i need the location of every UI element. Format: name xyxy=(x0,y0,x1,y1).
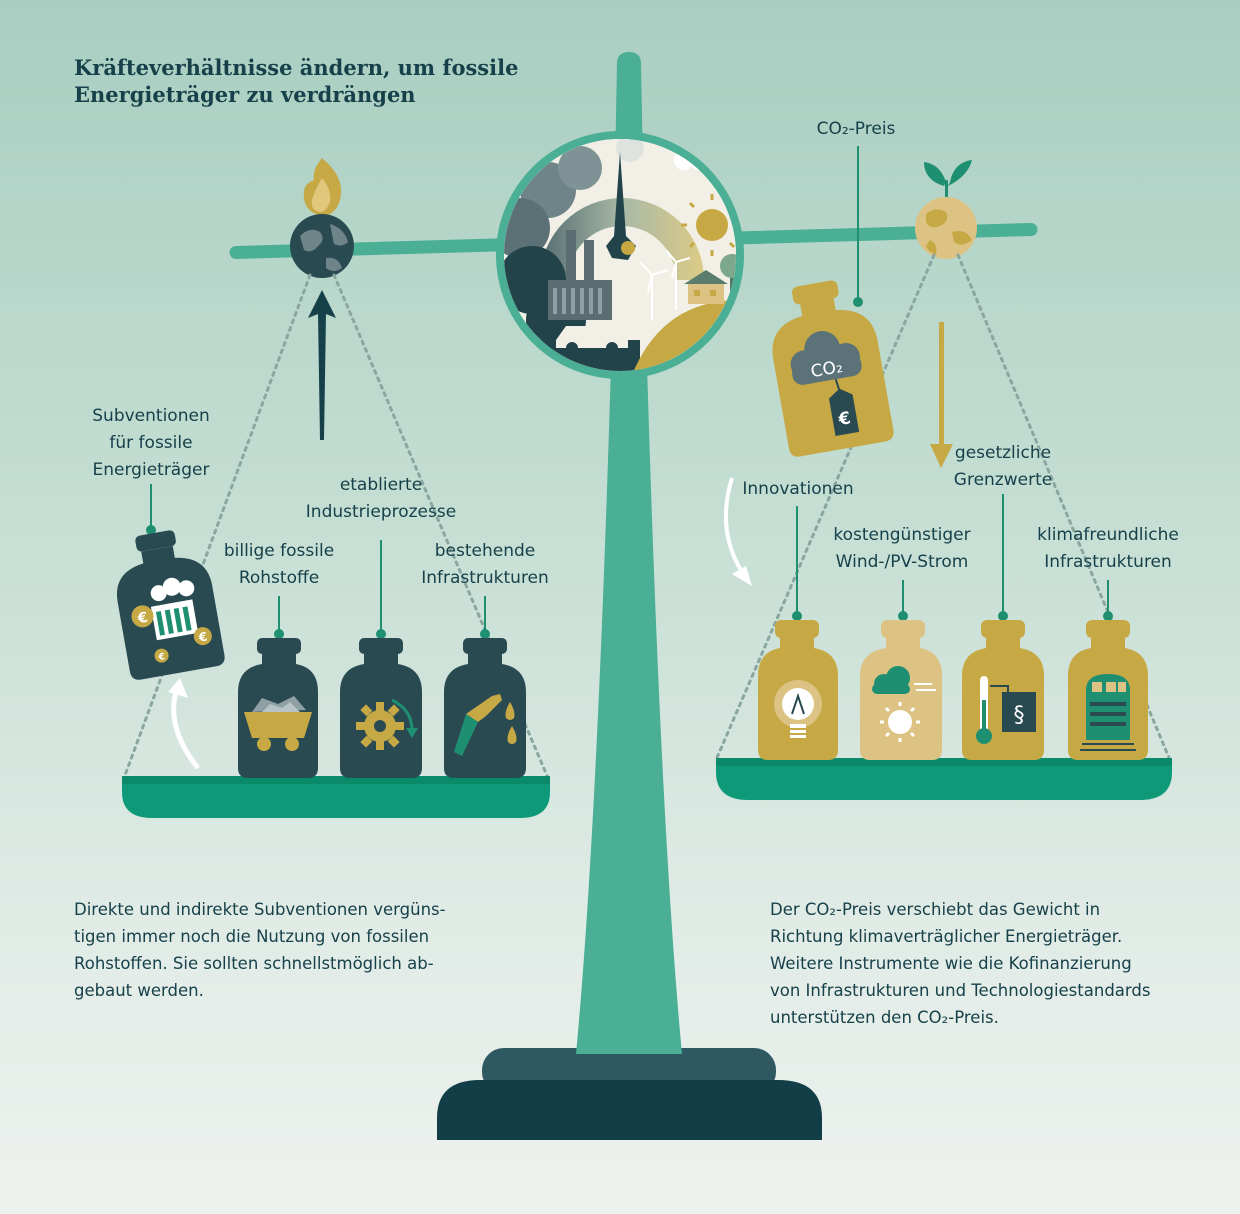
raw-materials-weight xyxy=(238,638,318,778)
label-infrastructure: bestehende Infrastrukturen xyxy=(421,541,549,588)
label-limits: gesetzliche Grenzwerte xyxy=(953,443,1053,490)
page-title: Kräfteverhältnisse ändern, um fossile En… xyxy=(74,55,519,107)
limits-weight: § xyxy=(962,620,1044,760)
lightbulb-icon xyxy=(774,680,822,738)
wind-pv-weight xyxy=(860,620,942,760)
label-wind-pv: kostengünstiger Wind-/PV-Strom xyxy=(833,525,971,572)
curved-arrow-up-icon xyxy=(168,678,200,770)
scale-pillar xyxy=(576,52,682,1054)
fuel-nozzle-icon xyxy=(454,694,517,756)
fossil-vs-renewable-gauge-icon xyxy=(496,131,744,379)
sprouting-globe-icon xyxy=(915,160,977,259)
processes-weight xyxy=(340,638,422,778)
innovations-weight xyxy=(758,620,838,760)
curved-arrow-right-icon xyxy=(723,477,752,586)
euro-price-tag-icon: € xyxy=(828,378,860,437)
euro-factory-icon: € € € xyxy=(131,577,212,663)
infrastructure-weight xyxy=(444,638,526,778)
train-icon xyxy=(1080,674,1136,751)
thermometer-paragraph-icon: § xyxy=(976,676,1036,744)
scale-base xyxy=(437,1048,822,1140)
svg-text:€: € xyxy=(136,610,149,628)
left-scale-pan xyxy=(122,776,550,818)
paragraph-left: Direkte und indirekte Subventionen vergü… xyxy=(74,900,446,1000)
label-climate-infra: klimafreundliche Infrastrukturen xyxy=(1037,525,1179,572)
subsidies-weight: € € € xyxy=(116,530,225,680)
svg-text:€: € xyxy=(197,630,209,645)
label-processes: etablierte Industrieprozesse xyxy=(305,475,457,522)
gear-icon xyxy=(356,698,418,750)
label-co2-price: CO₂-Preis xyxy=(816,119,896,139)
sun-wind-icon xyxy=(872,666,936,742)
burning-globe-icon xyxy=(290,158,354,278)
co2-cloud-icon: CO₂ xyxy=(790,331,862,385)
co2-price-weight: CO₂ € xyxy=(772,280,894,457)
coal-cart-icon xyxy=(244,696,312,751)
label-raw-materials: billige fossile Rohstoffe xyxy=(223,541,335,588)
paragraph-sign: § xyxy=(1014,703,1025,728)
label-innovations: Innovationen xyxy=(742,479,854,499)
svg-text:€: € xyxy=(157,652,166,663)
right-scale-pan xyxy=(716,758,1172,800)
label-subsidies: Subventionen für fossile Energieträger xyxy=(92,406,210,480)
arrow-up-icon xyxy=(308,290,336,440)
euro-tag-label: € xyxy=(836,408,852,430)
arrow-down-icon xyxy=(930,322,953,468)
climate-infra-weight xyxy=(1068,620,1148,760)
label-leaders xyxy=(150,146,1109,634)
paragraph-right: Der CO₂-Preis verschiebt das Gewicht in … xyxy=(770,900,1151,1027)
